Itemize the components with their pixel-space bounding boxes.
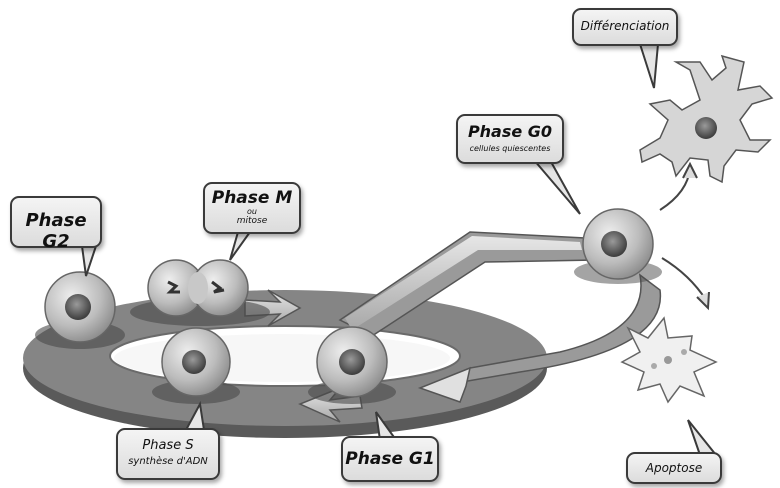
cell-m-dividing: [130, 259, 270, 326]
label-phase-g0-title: Phase G0: [467, 122, 553, 141]
g0-loop-arrow: [338, 231, 662, 403]
cell-s: [152, 327, 240, 404]
label-differentiation-title: Différenciation: [580, 19, 670, 33]
label-phase-s-title: Phase S: [142, 438, 194, 453]
label-phase-m: Phase M ou mitose: [203, 182, 301, 234]
label-phase-g0: Phase G0 cellules quiescentes: [456, 114, 564, 164]
label-differentiation: Différenciation: [572, 8, 678, 46]
label-apoptosis: Apoptose: [626, 452, 722, 484]
fate-arrows: [659, 161, 710, 311]
label-phase-s: Phase S synthèse d'ADN: [116, 428, 220, 480]
cell-g1: [308, 326, 396, 404]
label-phase-g1: Phase G1: [341, 436, 439, 482]
label-phase-g2: Phase G2: [10, 196, 102, 252]
differentiated-cell: [639, 54, 774, 184]
label-phase-g2-title: Phase G2: [25, 210, 87, 252]
label-phase-m-title: Phase M: [211, 188, 293, 208]
label-phase-m-line2: mitose: [236, 216, 268, 226]
cell-g0: [574, 208, 662, 284]
cell-g2: [35, 271, 125, 349]
label-apoptosis-title: Apoptose: [645, 461, 703, 475]
bubble-tails: [80, 43, 719, 456]
label-phase-g1-title: Phase G1: [345, 449, 435, 469]
label-phase-s-subtitle: synthèse d'ADN: [128, 456, 208, 467]
label-phase-g0-subtitle: cellules quiescentes: [469, 144, 551, 153]
apoptotic-cell: [620, 316, 718, 404]
label-phase-m-line1: ou: [247, 207, 257, 216]
